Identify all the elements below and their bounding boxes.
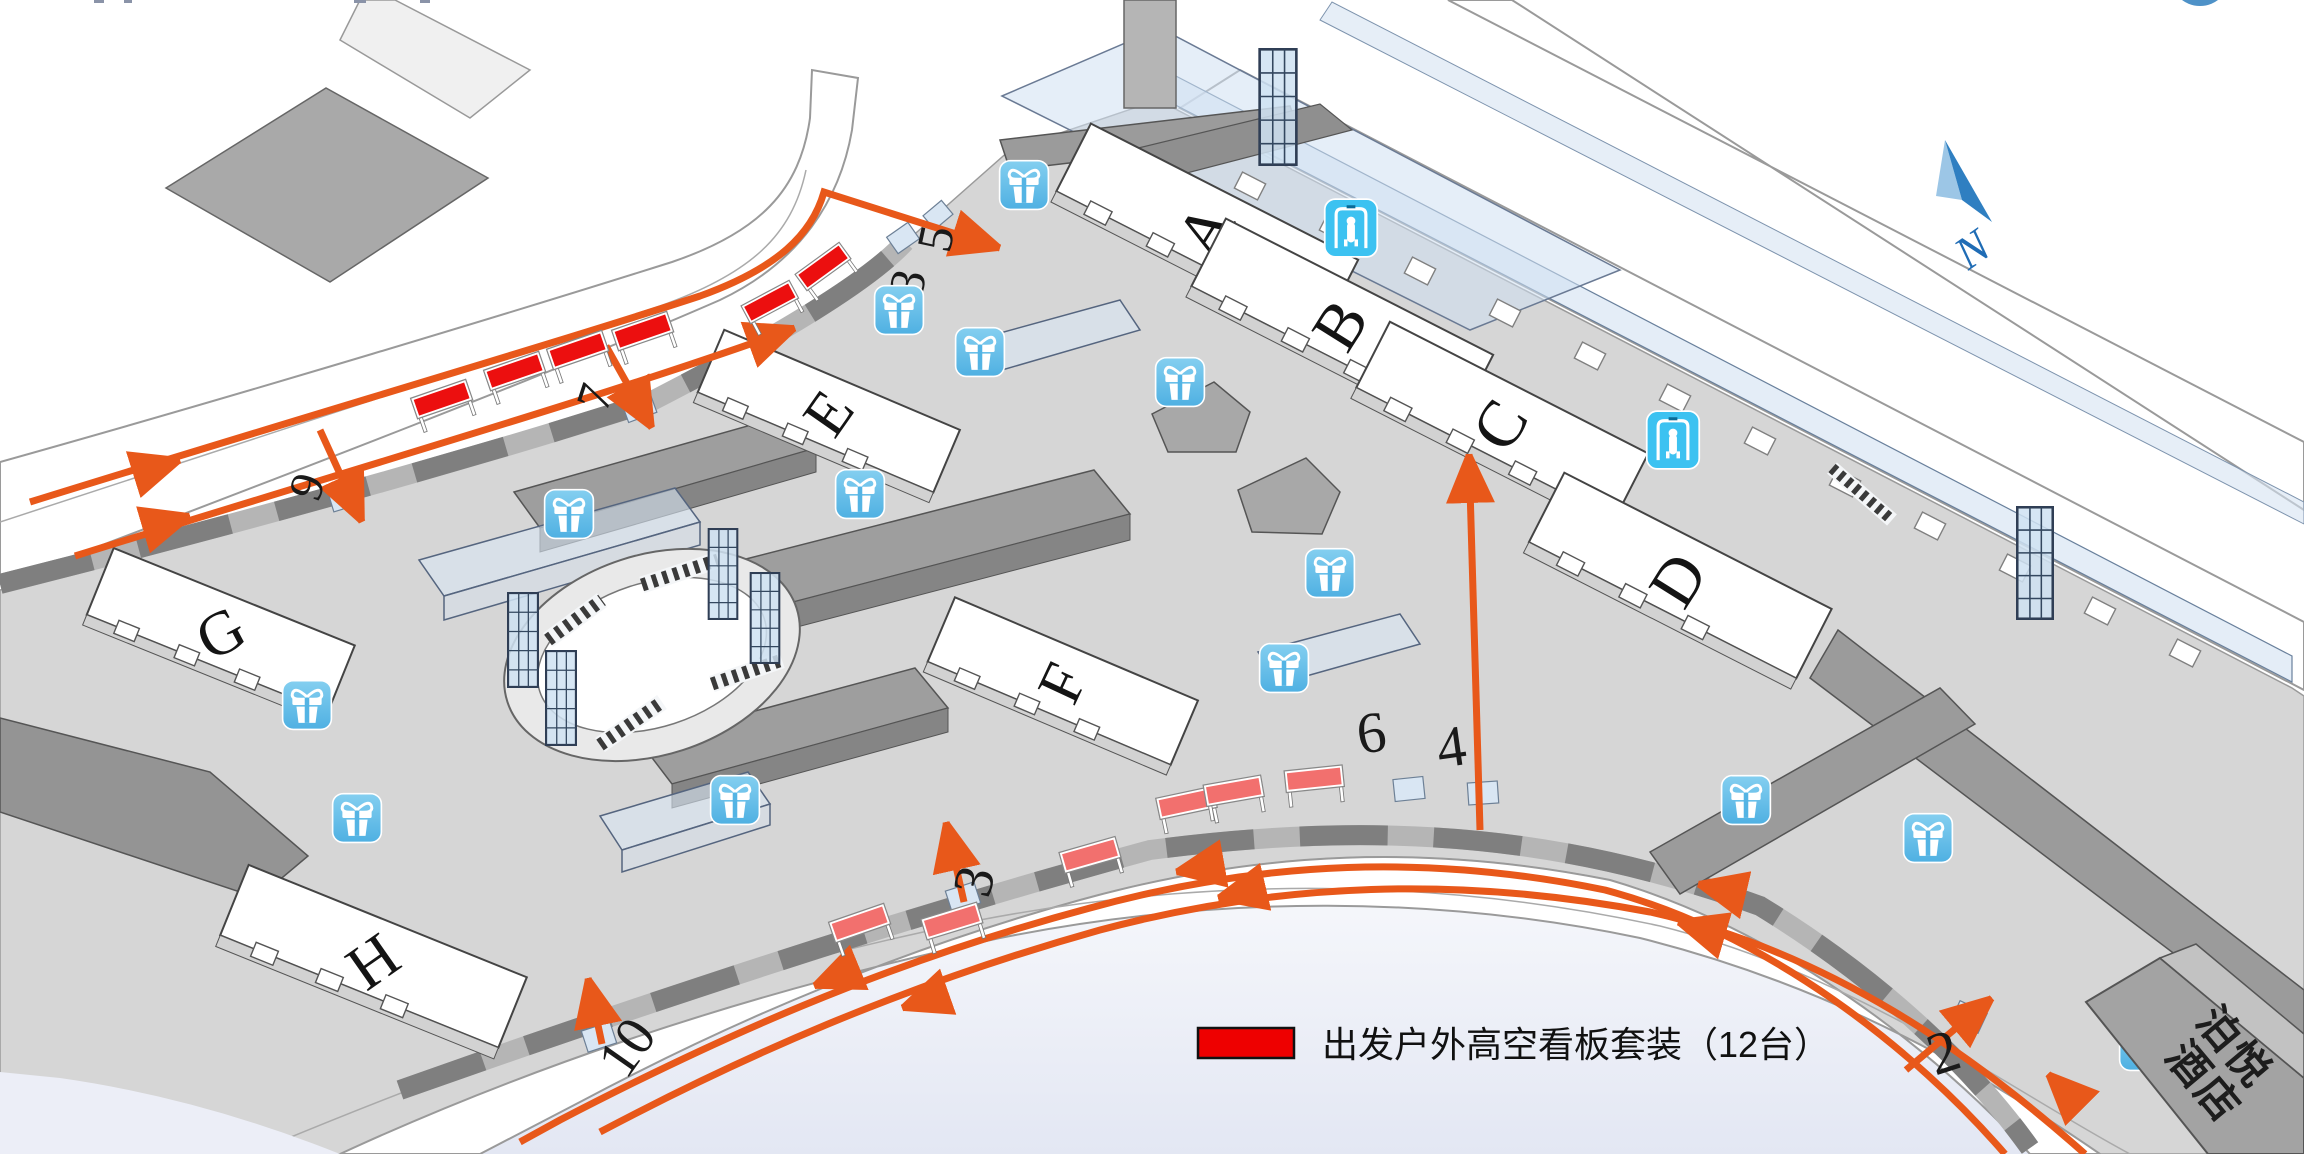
gift-icon[interactable] [998,159,1050,211]
elevator-tower-right [2015,506,2055,620]
legend-swatch[interactable] [1196,1026,1296,1060]
security-gate-icon[interactable] [1647,411,1700,469]
gift-icon[interactable] [331,792,383,844]
gift-icon[interactable] [1154,356,1206,408]
gift-icon[interactable] [1258,642,1310,694]
island-F [922,596,1200,776]
gift-icon[interactable] [834,468,886,520]
landside-building [164,87,490,283]
traffic-flow-arrows [28,187,2085,1154]
right-wing-escalator [1827,462,1897,526]
legend: 出发户外高空看板套装（12台） [1196,1024,1830,1065]
atrium-elevator-tower [544,650,578,746]
gift-icon[interactable] [1304,547,1356,599]
atrium-elevator-tower [707,528,739,620]
gift-icon[interactable] [873,284,925,336]
island-G [81,546,357,724]
glass-wall-outer [1319,1,2304,525]
gift-icon[interactable] [281,679,333,731]
partial-button[interactable] [2170,0,2230,6]
cropped-text-fragment [94,0,430,3]
gift-icon[interactable] [1902,812,1954,864]
gift-icon[interactable] [1720,774,1772,826]
compass-arrow-dark [1945,140,1992,222]
compass-arrow-light [1936,140,1962,200]
gift-icon[interactable] [954,326,1006,378]
atrium-escalators [542,551,785,752]
island-H [215,863,529,1060]
landside-building-roof [339,0,532,119]
atrium-elevator-tower [506,592,540,688]
gift-icon[interactable] [709,774,761,826]
gift-icon[interactable] [543,488,595,540]
lower-curb-wall-segments [396,825,2039,1154]
apex-corridor [1123,0,1177,109]
elevator-tower-top [1258,48,1298,166]
lower-road-far-side [0,1072,340,1154]
security-gate-icon[interactable] [1325,199,1378,257]
atrium-elevator-tower [749,572,781,664]
legend-label: 出发户外高空看板套装（12台） [1322,1024,1830,1065]
upper-curb-wall-segments [0,235,913,594]
airside-road-outer [1447,0,2304,512]
island-D [1522,471,1833,690]
